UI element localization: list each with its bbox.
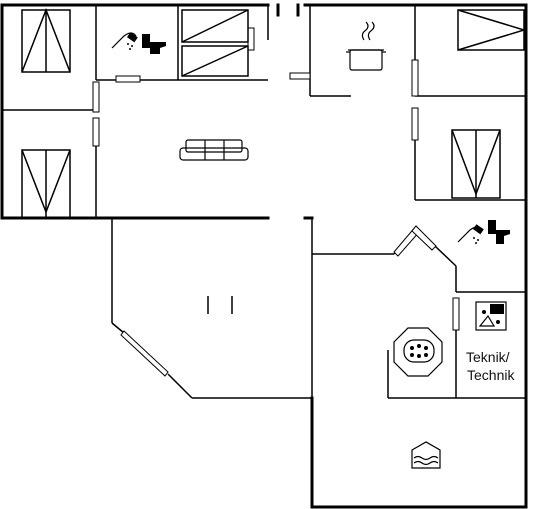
bed-icon [21, 149, 71, 219]
bed-icon [451, 129, 501, 199]
interior-walls [2, 5, 526, 218]
shower-icon [111, 32, 138, 50]
lower-wing-walls [111, 218, 526, 399]
room-label-technik-line1: Teknik/ [466, 349, 510, 365]
jacuzzi-icon [393, 327, 443, 377]
bed-icon [457, 9, 527, 51]
bed-icon [21, 7, 71, 73]
toilet-icon [142, 34, 166, 54]
pool-icon [411, 441, 441, 469]
washing-machine-icon [475, 301, 507, 331]
toilet-icon [488, 220, 510, 244]
kitchen-pot-icon [346, 21, 386, 71]
door-openings [92, 27, 460, 377]
shower-icon [457, 224, 484, 244]
bed-icon [181, 9, 249, 77]
sofa-icon [179, 139, 249, 161]
room-label-technik-line2: Technik [467, 367, 515, 383]
